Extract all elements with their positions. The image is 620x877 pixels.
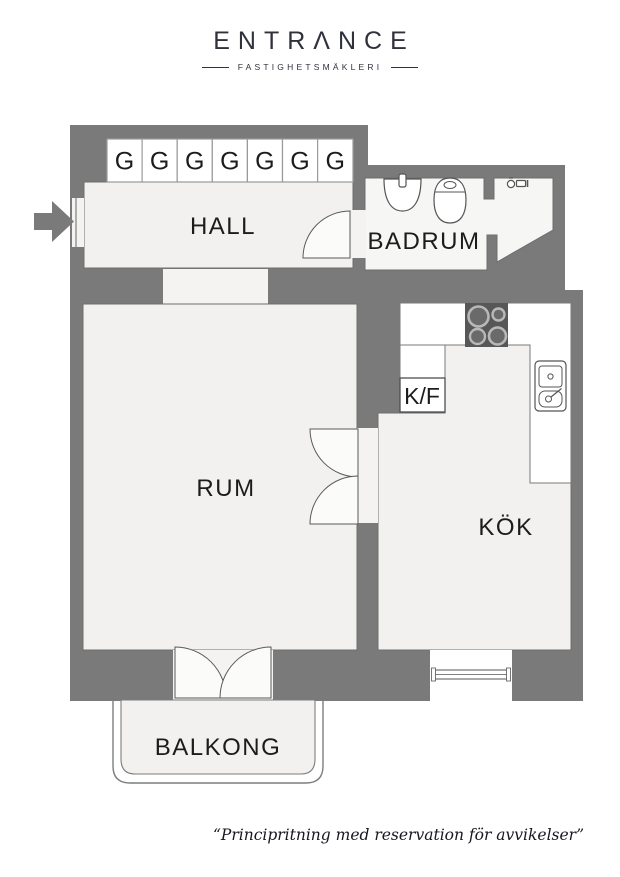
logo-divider-right xyxy=(391,66,419,68)
balcony-railing xyxy=(112,700,324,784)
kitchen-door-swing-lower xyxy=(309,475,359,525)
bathroom-sink-icon xyxy=(383,173,422,212)
bathroom-door-swing xyxy=(302,210,351,259)
room-floor xyxy=(82,303,358,651)
wardrobe-cell xyxy=(141,138,178,183)
room-label: RUM xyxy=(196,475,255,502)
hall-label: HALL xyxy=(190,213,256,240)
wardrobe-label: G xyxy=(290,148,309,176)
logo-divider-left xyxy=(201,66,229,68)
fridge-freezer-label: K/F xyxy=(404,383,440,409)
wardrobe-label: G xyxy=(185,148,204,176)
balcony-label: BALKONG xyxy=(155,734,282,761)
wardrobe-cell xyxy=(246,138,284,183)
balcony-floor xyxy=(120,699,316,775)
wardrobe-cell xyxy=(106,138,143,183)
balcony xyxy=(112,699,324,784)
shower-icon xyxy=(506,177,529,189)
kitchen-label: KÖK xyxy=(478,514,533,541)
brand-logo: ENTRΛNCE FASTIGHETSMÄKLERI xyxy=(0,27,620,72)
wardrobe-cell xyxy=(176,138,213,183)
wardrobe-row: G G G G G G G xyxy=(106,138,354,183)
balcony-door-swing-right xyxy=(219,646,272,699)
toilet-icon xyxy=(433,177,467,224)
hall-room-opening xyxy=(163,269,268,305)
stove-icon xyxy=(465,303,508,347)
kitchen-doorway xyxy=(357,428,378,523)
brand-logo-text: ENTRΛNCE xyxy=(213,27,415,55)
wardrobe-label: G xyxy=(255,148,274,176)
kitchen-sink-icon xyxy=(534,360,567,412)
wardrobe-label: G xyxy=(115,148,134,176)
fridge-freezer-box xyxy=(399,377,446,413)
brand-logo-subtitle: FASTIGHETSMÄKLERI xyxy=(237,62,383,72)
wardrobe-label: G xyxy=(325,148,344,176)
disclaimer-text: “Principritning med reservation för avvi… xyxy=(213,826,584,844)
bathroom-label: BADRUM xyxy=(367,228,480,255)
entrance-arrow-icon xyxy=(34,201,74,242)
wardrobe-cell xyxy=(281,138,319,183)
bathroom-doorway xyxy=(352,210,366,258)
wardrobe-label: G xyxy=(220,148,239,176)
wardrobe-cell xyxy=(317,138,354,183)
brand-logo-subtitle-row: FASTIGHETSMÄKLERI xyxy=(0,62,620,72)
window-icon xyxy=(430,650,512,701)
entrance-doorway xyxy=(72,198,84,247)
wardrobe-label: G xyxy=(150,148,169,176)
